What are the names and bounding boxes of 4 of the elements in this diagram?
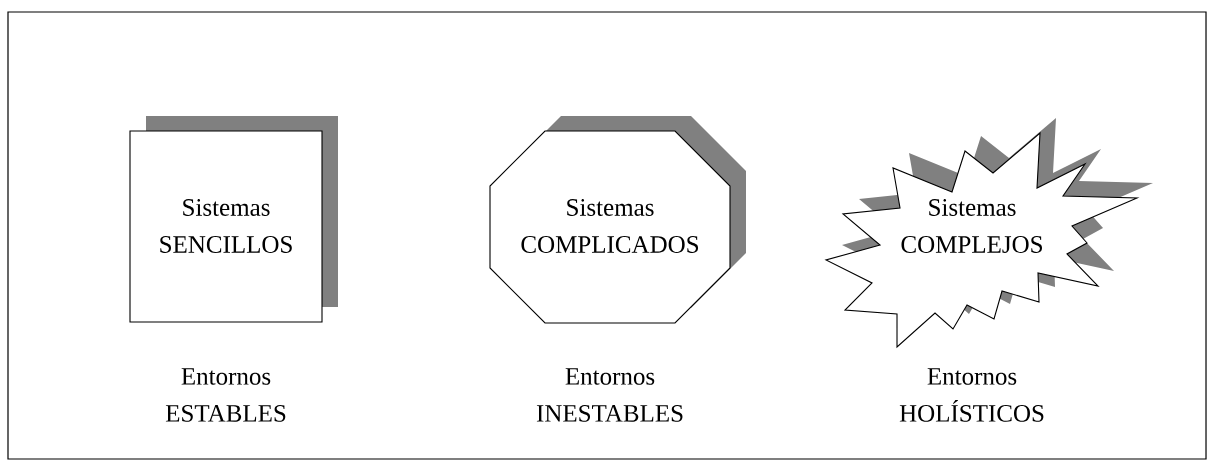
caption-text: Entornos ESTABLES	[165, 368, 286, 422]
caption-text: Entornos INESTABLES	[536, 368, 683, 422]
square-box: Sistemas SENCILLOS	[129, 116, 338, 323]
caption-text: Entornos HOLÍSTICOS	[899, 368, 1044, 422]
